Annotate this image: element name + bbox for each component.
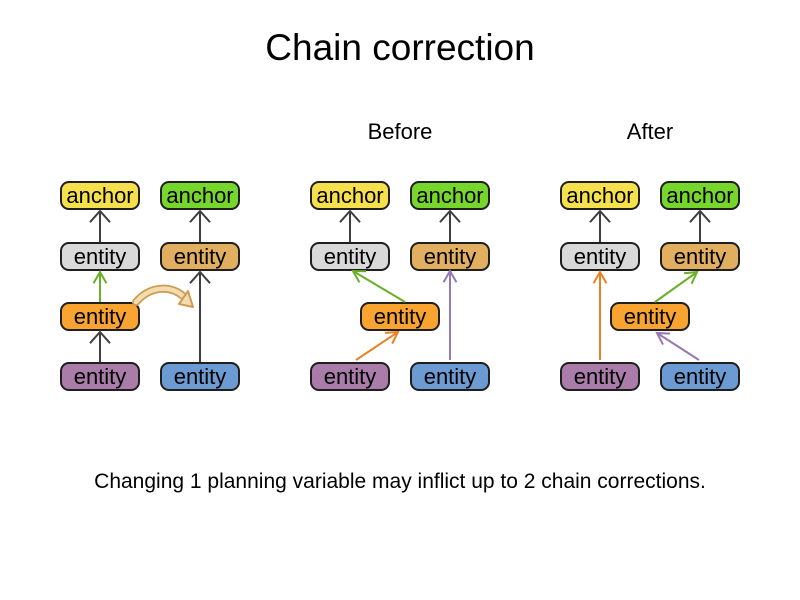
black-arrowhead-icon	[439, 209, 461, 223]
entity-box-tan: entity	[160, 242, 240, 271]
entity-box-blue: entity	[160, 362, 240, 391]
black-arrowhead-icon	[589, 209, 611, 223]
green-arrowhead-icon	[92, 269, 108, 284]
entity-box-purple: entity	[60, 362, 140, 391]
slide-title: Chain correction	[265, 27, 535, 68]
anchor-box-yellow: anchor	[310, 181, 390, 210]
purple-arrowhead-icon	[442, 268, 458, 283]
black-arrowhead-icon	[189, 270, 211, 284]
purple-arrow	[656, 332, 700, 361]
entity-box-gray: entity	[60, 242, 140, 271]
green-arrowhead-icon	[683, 270, 699, 285]
black-arrowhead-icon	[89, 209, 111, 223]
entity-box-blue: entity	[410, 362, 490, 391]
entity-box-purple: entity	[560, 362, 640, 391]
orange-arrowhead-icon	[384, 330, 400, 345]
caption: Changing 1 planning variable may inflict…	[94, 470, 706, 493]
entity-box-gray: entity	[310, 242, 390, 271]
green-arrowhead-icon	[351, 269, 367, 283]
move-arrow-icon	[132, 284, 194, 308]
green-arrow	[352, 270, 406, 303]
anchor-box-green: anchor	[410, 181, 490, 210]
anchor-box-yellow: anchor	[560, 181, 640, 210]
black-arrowhead-icon	[339, 209, 361, 223]
anchor-box-green: anchor	[160, 181, 240, 210]
entity-box-tan: entity	[410, 242, 490, 271]
black-arrowhead-icon	[89, 330, 111, 344]
entity-box-blue: entity	[660, 362, 740, 391]
purple-arrowhead-icon	[655, 331, 671, 345]
group-label-after: After	[626, 119, 674, 144]
black-arrowhead-icon	[189, 209, 211, 223]
green-arrow	[654, 271, 698, 303]
entity-box-orange: entity	[360, 302, 440, 331]
group-label-before: Before	[367, 119, 433, 144]
entity-box-gray: entity	[560, 242, 640, 271]
orange-arrowhead-icon	[592, 269, 608, 284]
anchor-box-green: anchor	[660, 181, 740, 210]
entity-box-purple: entity	[310, 362, 390, 391]
entity-box-orange: entity	[60, 302, 140, 331]
entity-box-tan: entity	[660, 242, 740, 271]
black-arrowhead-icon	[689, 209, 711, 223]
anchor-box-yellow: anchor	[60, 181, 140, 210]
entity-box-orange: entity	[610, 302, 690, 331]
orange-arrow	[355, 331, 399, 361]
